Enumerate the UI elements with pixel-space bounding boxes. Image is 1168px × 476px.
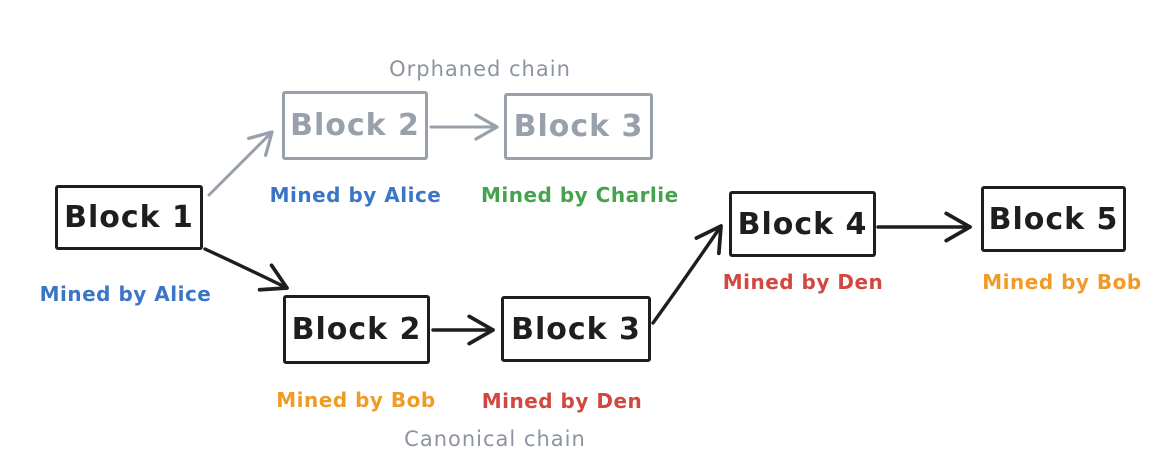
canon-block-2: Block 2 [283, 295, 430, 364]
canonical-chain-label: Canonical chain [404, 427, 586, 451]
arrow-canon-block3-to-block4 [651, 224, 723, 325]
canon-block-3: Block 3 [501, 296, 651, 362]
orphan-block-2-miner-label: Mined by Alice [269, 183, 442, 207]
arrow-block1-to-orphan-block2 [207, 130, 274, 197]
orphaned-chain-label: Orphaned chain [389, 57, 571, 81]
block-5-miner-label: Mined by Bob [982, 270, 1142, 294]
block-4: Block 4 [729, 191, 876, 257]
block-5-label: Block 5 [988, 201, 1119, 237]
block-5: Block 5 [981, 186, 1126, 252]
canon-block-2-miner-label: Mined by Bob [276, 388, 436, 412]
canon-block-3-label: Block 3 [511, 311, 641, 347]
orphan-block-3-label: Block 3 [513, 109, 644, 144]
block-1-label: Block 1 [64, 200, 194, 235]
block-1-miner-label: Mined by Alice [39, 282, 212, 306]
canon-block-3-miner-label: Mined by Den [481, 389, 643, 413]
orphan-block-3-miner-label: Mined by Charlie [481, 183, 679, 207]
orphan-block-2: Block 2 [282, 91, 428, 160]
block-4-label: Block 4 [737, 206, 868, 242]
block-4-miner-label: Mined by Den [722, 270, 884, 294]
orphan-block-2-label: Block 2 [290, 108, 420, 143]
block-1: Block 1 [55, 185, 203, 250]
orphan-block-3: Block 3 [504, 93, 653, 160]
canon-block-2-label: Block 2 [291, 312, 422, 347]
